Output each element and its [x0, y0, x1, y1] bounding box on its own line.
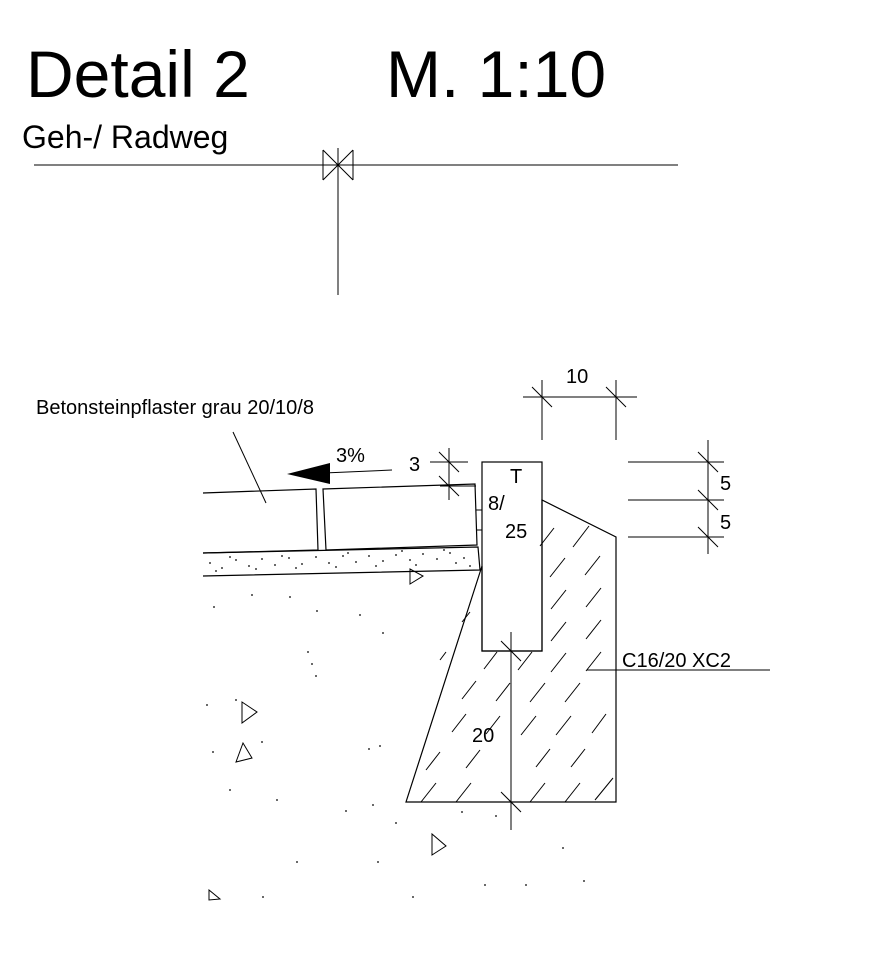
dim-foundation-label: 20 [472, 725, 494, 747]
dim-right-upper-label: 5 [720, 473, 731, 495]
curb-stone [481, 461, 543, 652]
paving-stones [202, 483, 478, 554]
curb-label-25: 25 [505, 521, 527, 543]
curb-label-8: 8/ [488, 493, 505, 515]
subsoil [206, 568, 585, 901]
bedding-layer [202, 546, 481, 577]
elevation-marker [34, 148, 678, 295]
dim-curb-up-label: 3 [409, 454, 420, 476]
dim-right-side [628, 440, 724, 554]
slope-label: 3% [336, 445, 365, 467]
dim-width-top-label: 10 [566, 366, 588, 388]
curb-label-t: T [510, 466, 522, 488]
subtitle: Geh-/ Radweg [22, 119, 228, 155]
dim-width-top [523, 380, 637, 440]
slope-arrow [287, 463, 393, 484]
joint-fill [476, 509, 482, 531]
concrete-label: C16/20 XC2 [622, 650, 731, 672]
detail-title: Detail 2 [26, 37, 250, 111]
dim-curb-up [430, 448, 476, 500]
scale-label: M. 1:10 [386, 37, 606, 111]
dim-foundation [500, 632, 522, 830]
paving-label: Betonsteinpflaster grau 20/10/8 [36, 397, 314, 419]
dim-right-lower-label: 5 [720, 512, 731, 534]
